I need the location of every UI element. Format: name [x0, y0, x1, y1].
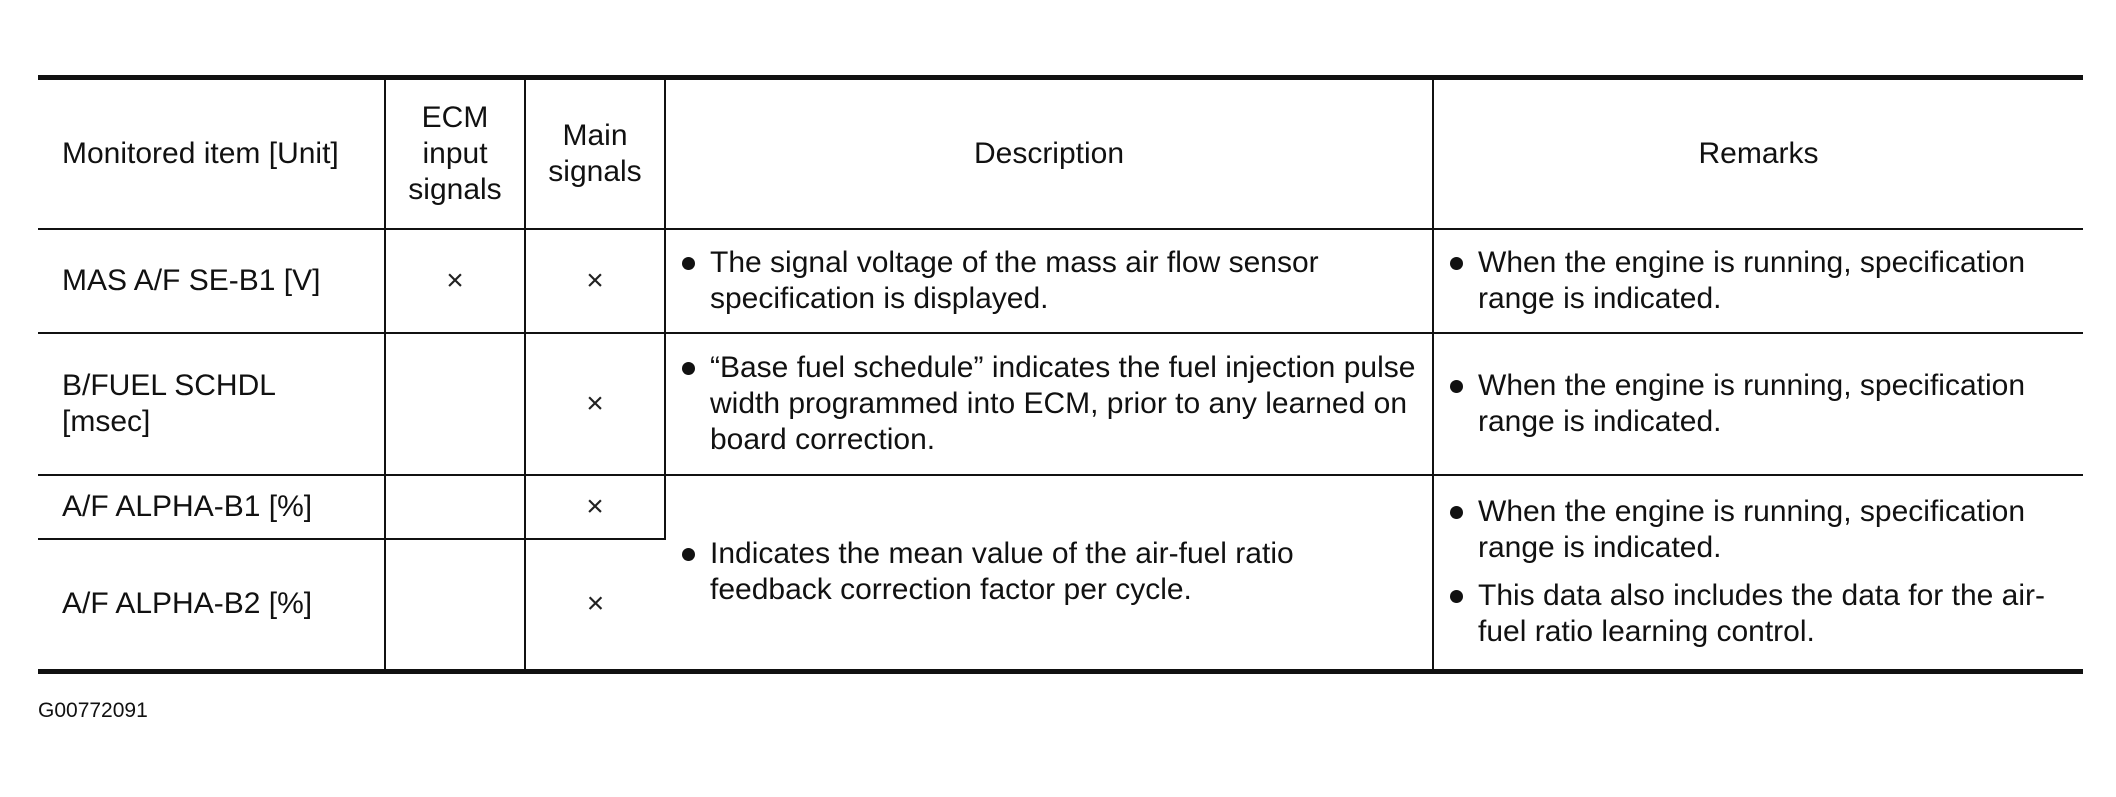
check-mark: × — [586, 264, 604, 297]
remark-text: This data also includes the data for the… — [1478, 579, 2045, 649]
bullet-icon — [1450, 590, 1463, 604]
header-remarks: Remarks — [1433, 77, 2083, 230]
figure-code: G00772091 — [38, 699, 148, 722]
item-cell: MAS A/F SE-B1 [V] — [38, 229, 386, 334]
header-ecm-input-signals: ECM input signals — [385, 77, 526, 230]
description-text: The signal voltage of the mass air flow … — [710, 246, 1319, 315]
bullet-icon — [682, 362, 695, 375]
header-description: Description — [665, 77, 1434, 230]
table-row: A/F ALPHA-B2 [%] × — [38, 539, 2083, 671]
description-bullet: Indicates the mean value of the air-fuel… — [680, 536, 1418, 608]
monitor-items-table: Monitored item [Unit] ECM input signals … — [38, 75, 2083, 674]
remarks-cell-merged: When the engine is running, specificatio… — [1433, 475, 2083, 672]
check-mark: × — [586, 387, 604, 420]
remark-bullet: When the engine is running, specificatio… — [1448, 245, 2069, 317]
check-mark: × — [586, 490, 604, 523]
bullet-icon — [1450, 257, 1463, 270]
main-mark-cell: × — [525, 475, 666, 540]
remark-bullet: When the engine is running, specificatio… — [1448, 494, 2069, 566]
table-header: Monitored item [Unit] ECM input signals … — [38, 77, 2083, 230]
header-main-signals: Main signals — [525, 77, 666, 230]
remark-text: When the engine is running, specificatio… — [1478, 495, 2026, 565]
remark-text: When the engine is running, specificatio… — [1478, 369, 2026, 438]
remark-bullet: This data also includes the data for the… — [1448, 578, 2069, 650]
item-cell: A/F ALPHA-B2 [%] — [38, 539, 386, 671]
ecm-mark-cell — [385, 475, 526, 540]
header-row: Monitored item [Unit] ECM input signals … — [38, 77, 2083, 230]
ecm-mark-cell — [385, 539, 526, 671]
ecm-mark-cell — [385, 333, 526, 476]
check-mark: × — [446, 264, 464, 297]
bullet-icon — [1450, 506, 1463, 520]
bullet-icon — [1450, 380, 1463, 393]
main-mark-cell: × — [525, 539, 665, 671]
check-mark: × — [586, 587, 605, 621]
table-row: B/FUEL SCHDL [msec] × “Base fuel schedul… — [38, 333, 2083, 476]
remarks-cell: When the engine is running, specificatio… — [1433, 229, 2083, 334]
table-row: A/F ALPHA-B1 [%] × Indicates the mean va… — [38, 475, 2083, 672]
remark-text: When the engine is running, specificatio… — [1478, 246, 2026, 315]
description-bullet: The signal voltage of the mass air flow … — [680, 245, 1418, 317]
item-cell: B/FUEL SCHDL [msec] — [38, 333, 386, 476]
description-cell-merged: Indicates the mean value of the air-fuel… — [665, 475, 1434, 672]
bullet-icon — [682, 548, 695, 562]
bullet-icon — [682, 257, 695, 270]
main-mark-cell: × — [525, 333, 666, 476]
ecm-mark-cell: × — [385, 229, 526, 334]
description-bullet: “Base fuel schedule” indicates the fuel … — [680, 350, 1418, 458]
remarks-cell: When the engine is running, specificatio… — [1433, 333, 2083, 476]
remark-bullet: When the engine is running, specificatio… — [1448, 368, 2069, 440]
main-mark-cell: × — [525, 229, 666, 334]
header-monitored-item: Monitored item [Unit] — [38, 77, 386, 230]
description-text: Indicates the mean value of the air-fuel… — [710, 537, 1294, 607]
table-row: MAS A/F SE-B1 [V] × × The signal voltage… — [38, 229, 2083, 334]
item-cell: A/F ALPHA-B1 [%] — [38, 475, 386, 540]
table-body: MAS A/F SE-B1 [V] × × The signal voltage… — [38, 229, 2083, 672]
description-cell: The signal voltage of the mass air flow … — [665, 229, 1434, 334]
description-cell: “Base fuel schedule” indicates the fuel … — [665, 333, 1434, 476]
description-text: “Base fuel schedule” indicates the fuel … — [710, 351, 1416, 456]
